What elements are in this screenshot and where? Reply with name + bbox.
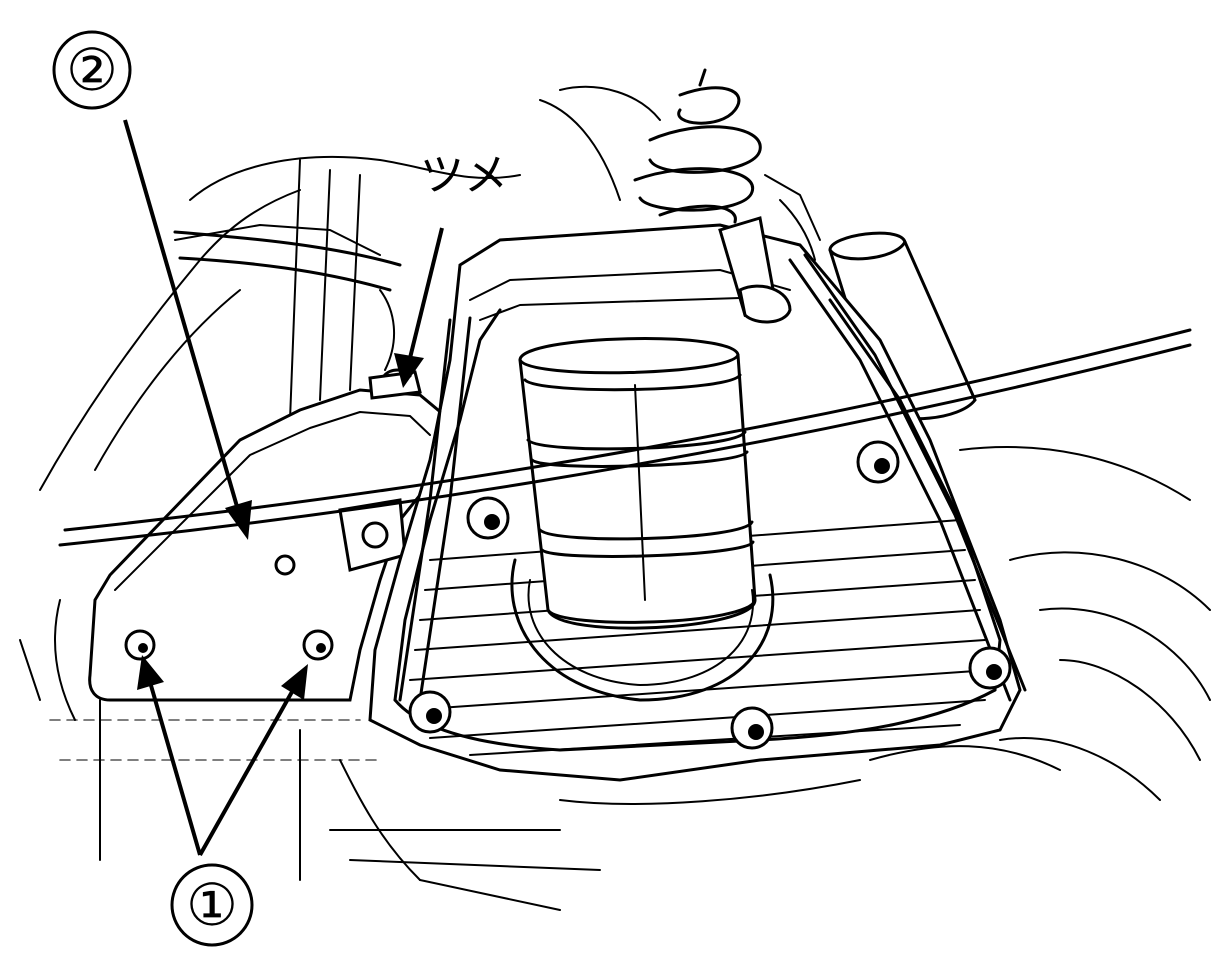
intake-duct (510, 337, 775, 702)
case-screw-upper-left (466, 496, 510, 540)
callout-2-label: ② (66, 36, 118, 104)
cable (58, 328, 1192, 547)
shock-spring (633, 68, 821, 261)
cover-bolt-left (124, 629, 156, 661)
case-screw-upper-right (856, 440, 900, 484)
tab-label: ツメ (420, 150, 508, 201)
case-screws (408, 440, 1012, 750)
case-screw-lower-middle (730, 706, 774, 750)
cover-bolt-right (302, 629, 334, 661)
case-screw-lower-left (408, 690, 452, 734)
case-screw-lower-right (968, 646, 1012, 690)
background-engine-sketch (19, 85, 1211, 911)
case-strap (398, 216, 1027, 702)
callout-1: ① (170, 863, 254, 947)
callout-arrows (123, 119, 444, 856)
callout-1-label: ① (186, 871, 238, 939)
callout-2: ② (52, 30, 132, 110)
frame-rail (173, 230, 402, 292)
